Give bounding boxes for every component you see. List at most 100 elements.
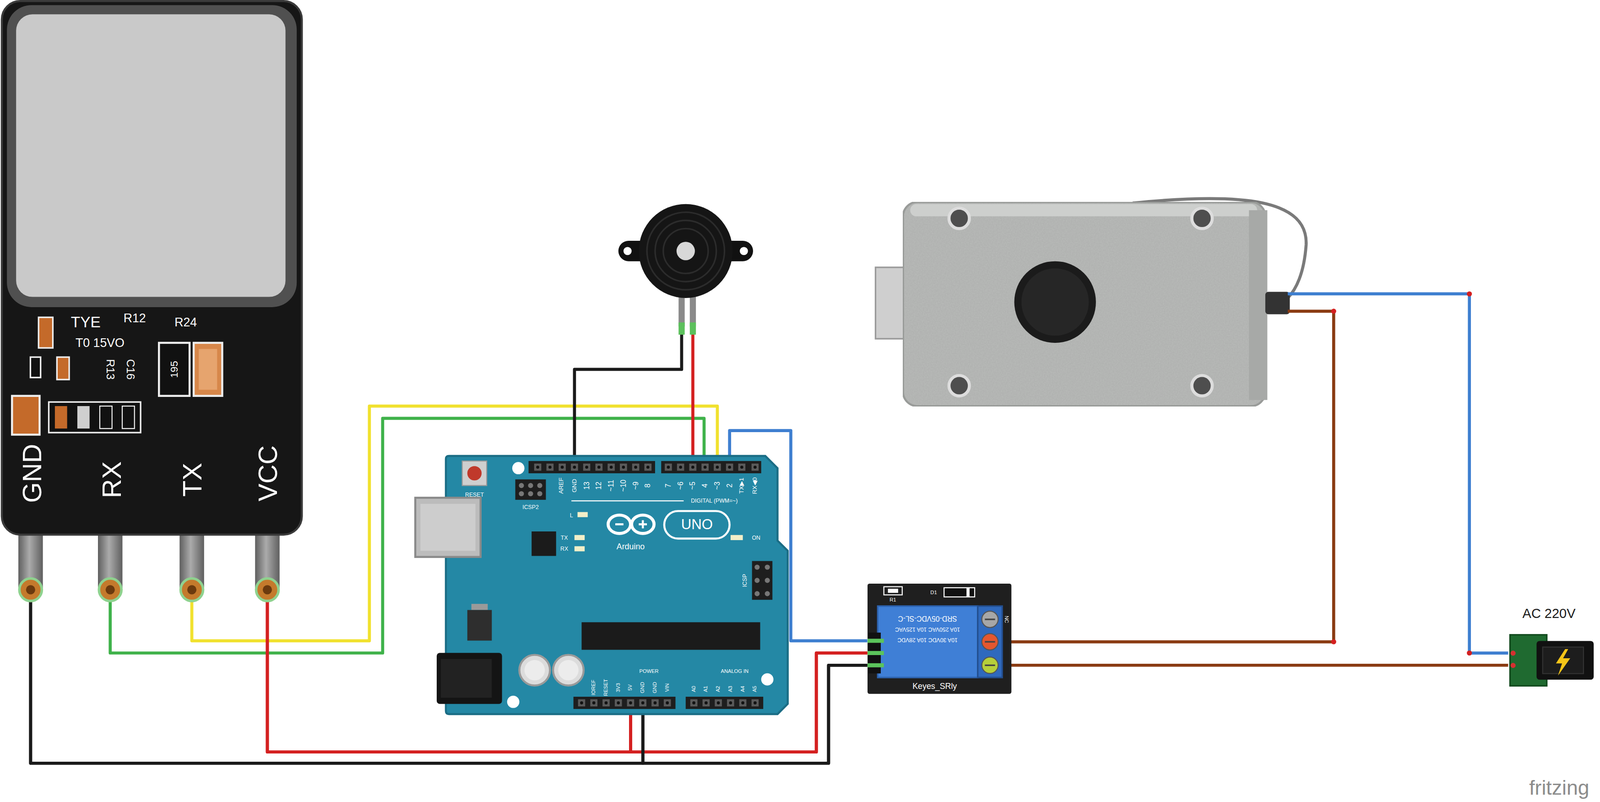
buzzer-leg-tip	[689, 322, 696, 335]
header-pin	[627, 699, 635, 707]
header-pin	[527, 491, 533, 497]
buzzer-ring	[646, 212, 725, 290]
relay-board	[867, 583, 1012, 695]
led	[574, 546, 585, 552]
sensor-window	[16, 14, 286, 297]
terminal-screw	[981, 633, 998, 651]
header-pin	[534, 463, 542, 472]
sensor-frame	[7, 5, 298, 308]
board-label: ICSP	[742, 574, 748, 588]
jack-pin	[1510, 650, 1516, 656]
header-pin	[701, 463, 709, 472]
header-pin-hole	[715, 466, 720, 470]
header-pin	[713, 463, 722, 472]
header-pin-hole	[604, 701, 608, 705]
pin-label: VCC	[254, 445, 282, 502]
buzzer-ring	[655, 220, 717, 282]
header-pin	[546, 463, 554, 472]
pin-hole	[262, 585, 272, 595]
header-pin	[518, 491, 524, 497]
relay-module: D1R1SRD-05VDC-SL-C10A 250VAC 10A 125VAC1…	[867, 583, 1012, 695]
led	[574, 535, 585, 541]
board-label: Arduino	[616, 542, 645, 552]
board-label: ANALOG IN	[721, 668, 749, 674]
smd-capacitor	[193, 342, 223, 396]
header-pin-hole	[580, 701, 584, 705]
header-pin	[867, 638, 885, 643]
pin-tip	[19, 578, 42, 602]
header-pin-hole	[665, 701, 669, 705]
logo	[641, 520, 644, 529]
usb-connector	[415, 498, 481, 558]
header-pin	[639, 699, 647, 707]
header-pin-hole	[678, 466, 683, 470]
wire	[1287, 293, 1508, 654]
pin-label: 13	[583, 481, 591, 490]
mount-hole	[739, 246, 749, 255]
smd-part	[77, 406, 90, 429]
pin-label: A2	[715, 685, 722, 693]
board-label: DIGITAL (PWM=~)	[690, 498, 738, 504]
header-pin-hole	[646, 466, 650, 470]
board-label: RESET	[465, 492, 484, 498]
header-pin	[558, 463, 566, 472]
screw-slot	[984, 664, 995, 667]
smd-part	[57, 357, 70, 380]
relay-body	[877, 606, 978, 678]
header-pin	[764, 564, 771, 570]
arduino-uno-board: RESETICSP2AREFGND1312~11~10~987~6~54~32T…	[445, 455, 788, 715]
smd-resistor-body	[887, 588, 898, 593]
screw-hole	[1191, 375, 1213, 396]
logo-oval	[664, 511, 730, 539]
diode	[943, 587, 975, 597]
lock-wires	[1011, 291, 1509, 656]
silkscreen-line	[571, 500, 684, 502]
pin-header	[528, 461, 656, 474]
usb-face	[420, 504, 476, 552]
buzzer-leg	[678, 293, 685, 327]
wire	[1011, 663, 1509, 668]
header-pin-hole	[727, 466, 732, 470]
board-label: TYE	[70, 314, 101, 331]
pin-label: RX◀0	[752, 477, 759, 494]
pin-label: A5	[752, 685, 758, 693]
header-pin-hole	[667, 466, 671, 470]
pin-label: A3	[727, 685, 733, 693]
pin-hole	[105, 585, 115, 595]
screw-hole	[1191, 208, 1213, 229]
smd-resistor	[38, 317, 54, 348]
pin-label: RX	[98, 461, 126, 499]
header-pin	[754, 564, 760, 570]
lock-body	[903, 201, 1266, 407]
jack-barrel	[1536, 640, 1595, 680]
jack-pin	[1510, 662, 1516, 668]
pin-label: 4	[701, 483, 709, 489]
smd-resistor	[159, 342, 190, 396]
diode-band	[966, 587, 970, 597]
pin-label: 2	[726, 483, 734, 489]
header-pin	[677, 463, 685, 472]
header-pin	[867, 663, 885, 668]
pin-label: 5V	[628, 684, 634, 691]
board-label: C16	[124, 358, 137, 380]
power-label: AC 220V	[1522, 606, 1576, 620]
header-pin-hole	[691, 466, 695, 470]
pin-label: ~5	[689, 481, 697, 490]
header-pin-hole	[548, 466, 552, 470]
smd-resistor	[883, 586, 902, 596]
pin-label: TX▶1	[738, 477, 745, 494]
power-jack-face	[440, 659, 492, 699]
bend-point	[1466, 650, 1472, 656]
pin-header	[573, 696, 676, 710]
header-pin-hole	[704, 701, 708, 705]
header-pin-hole	[753, 466, 757, 470]
header-pin	[739, 699, 747, 707]
mount-hole	[512, 462, 525, 475]
power-symbol	[1556, 649, 1571, 676]
header-pin	[751, 699, 760, 707]
lock-button	[1014, 261, 1096, 343]
header-pin	[602, 699, 610, 707]
smd-part	[122, 406, 135, 429]
power-jack	[436, 653, 503, 705]
